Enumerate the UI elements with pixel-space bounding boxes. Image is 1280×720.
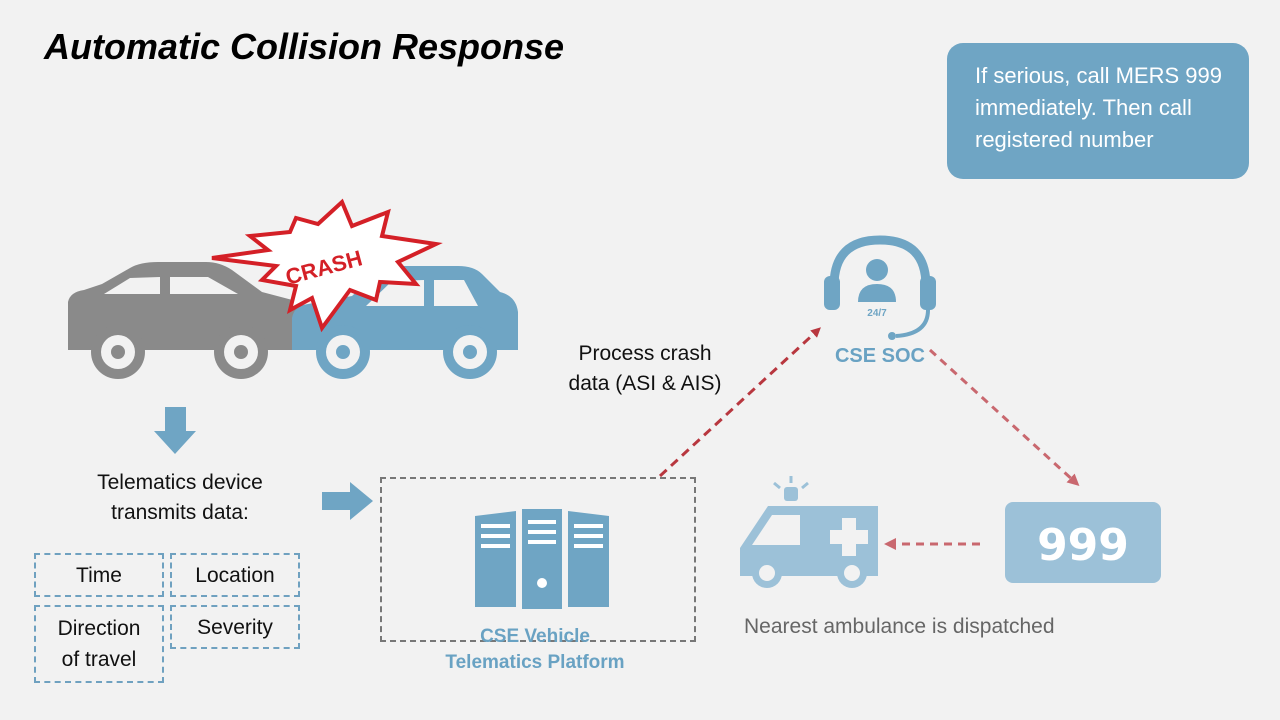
soc-badge: 24/7 <box>867 308 887 319</box>
telematics-caption: Telematics device transmits data: <box>60 468 300 528</box>
platform-label: CSE Vehicle Telematics Platform <box>400 624 670 676</box>
down-arrow-icon <box>154 407 196 454</box>
ambulance-icon <box>740 476 878 588</box>
field-time: Time <box>34 553 164 597</box>
ambulance-caption: Nearest ambulance is dispatched <box>744 615 1055 638</box>
emergency-callout: If serious, call MERS 999 immediately. T… <box>947 43 1249 179</box>
soc-label: CSE SOC <box>834 345 926 367</box>
platform-box <box>380 477 696 642</box>
arrow-platform-to-soc <box>658 327 821 478</box>
process-label-line2: data (ASI & AIS) <box>568 372 722 395</box>
blue-car-icon <box>292 266 518 379</box>
right-arrow-icon <box>322 482 373 520</box>
server-icon <box>475 509 609 609</box>
process-label-line1: Process crash <box>578 342 712 365</box>
callout-text: If serious, call MERS 999 immediately. T… <box>975 63 1222 152</box>
field-direction-line2: of travel <box>61 648 137 671</box>
telematics-caption-line1: Telematics device <box>97 471 263 494</box>
arrow-soc-to-999 <box>928 348 1080 487</box>
process-label: Process crash data (ASI & AIS) <box>545 339 745 399</box>
platform-label-line1: CSE Vehicle <box>480 626 590 647</box>
page-title: Automatic Collision Response <box>44 26 565 67</box>
platform-label-line2: Telematics Platform <box>445 652 625 673</box>
field-direction-line1: Direction <box>57 617 141 640</box>
grey-car-icon <box>68 262 306 379</box>
field-severity: Severity <box>170 605 300 649</box>
headset-agent-icon: 24/7 <box>824 235 936 340</box>
crash-burst-icon: CRASH <box>211 198 443 333</box>
emergency-number: 999 <box>1037 520 1129 571</box>
field-location: Location <box>170 553 300 597</box>
telematics-caption-line2: transmits data: <box>111 501 249 524</box>
emergency-number-box <box>1005 502 1161 583</box>
field-direction: Direction of travel <box>34 605 164 683</box>
